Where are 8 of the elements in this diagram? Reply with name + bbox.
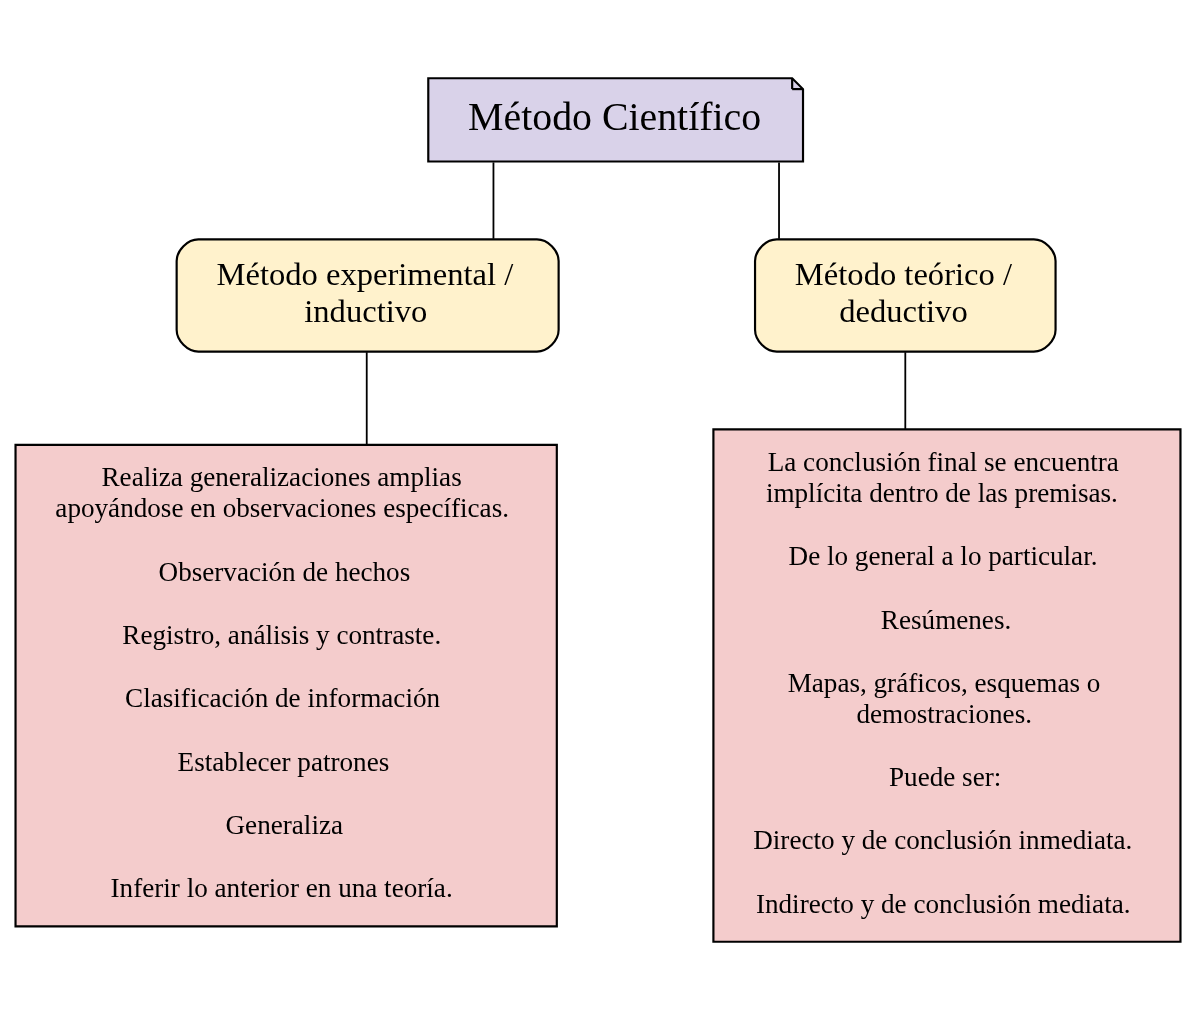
connector (778, 160, 780, 240)
node-box: Método experimental / inductivo (175, 237, 560, 353)
connector (904, 350, 907, 430)
connector (365, 350, 368, 445)
node-box: La conclusión final se encuentra implícita dentro de las premisas. De lo general a lo particular. Resúmenes. Mapas, gráficos, esquemas o demostraciones. Puede ser: Directo y de conclusión inmediata. Indirecto y de conclusión mediata. (712, 427, 1182, 943)
connector (492, 160, 495, 240)
node-box: Realiza generalizaciones amplias apoyándose en observaciones específicas. Observación de hechos Registro, análisis y contraste. Clasificación de información Establecer patrones Generaliza Inferir lo anterior en una teoría. (14, 443, 558, 927)
node-box: Método teórico / deductivo (753, 237, 1057, 353)
